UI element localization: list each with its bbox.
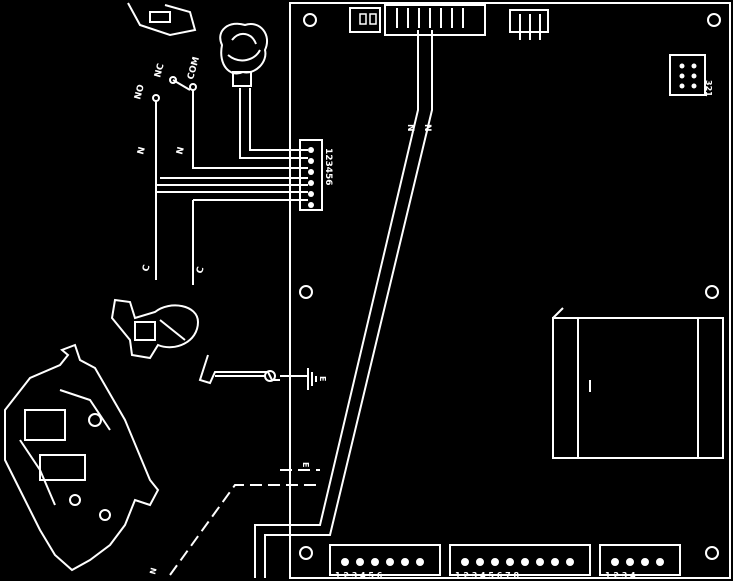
bottom-connector-b — [449, 544, 591, 576]
dashed-leaders — [169, 469, 320, 576]
wire-label-bottom-n: N — [148, 567, 158, 576]
ground-label: E — [318, 376, 327, 381]
wire-label-bottom-e: E — [301, 462, 310, 467]
flame-rod-icon — [198, 354, 308, 385]
bottom-connector-a — [329, 544, 441, 576]
pressure-switch — [152, 76, 197, 102]
control-board-outline — [289, 2, 731, 579]
bracket-icon — [127, 2, 197, 37]
wire-label-n-left: N — [136, 146, 148, 156]
main-connector-pins: 123456 — [323, 148, 333, 186]
bottom-connector-c-pins: 1 2 3 4 — [605, 571, 636, 580]
ground-symbol — [307, 368, 317, 390]
mounting-holes — [299, 13, 721, 560]
long-wires — [254, 30, 433, 578]
wire-label-top-n1: N — [405, 124, 415, 132]
switch-label-no: NO — [133, 83, 147, 101]
right-connector: 321 — [669, 54, 713, 97]
top-connector-right — [509, 9, 549, 40]
limit-switch-icon — [110, 298, 200, 360]
wire-label-c-right: C — [195, 265, 206, 274]
gas-valve-icon — [4, 343, 160, 572]
transformer-box — [552, 307, 724, 459]
bottom-connector-b-pins: 1 2 3 4 5 6 7 8 — [455, 571, 519, 580]
wire-label-n-mid: N — [175, 146, 187, 156]
wire-label-c-left: C — [141, 263, 152, 272]
wire-label-top-n2: N — [422, 124, 432, 132]
switch-label-nc: NC — [153, 62, 166, 79]
switch-wires — [155, 88, 308, 285]
inducer-motor-icon — [219, 22, 268, 87]
main-connector: 123456 — [299, 139, 333, 211]
right-connector-pins: 321 — [704, 80, 713, 97]
top-connector-main — [384, 4, 486, 36]
top-connector-small — [349, 7, 381, 33]
switch-label-com: COM — [186, 56, 202, 81]
bottom-connector-a-pins: 1 2 3 4 5 6 — [335, 571, 383, 580]
bottom-connector-c — [599, 544, 681, 576]
